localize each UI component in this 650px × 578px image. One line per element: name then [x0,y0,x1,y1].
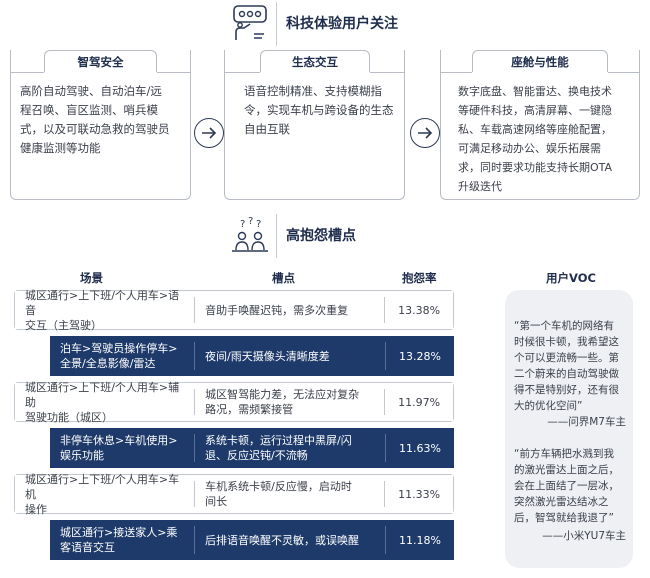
cell-pain: 后排语音唤醒不灵敏，或误唤醒 [195,520,385,560]
table-row: 城区通行>接送家人>乘客语音交互 后排语音唤醒不灵敏，或误唤醒 11.18% [50,520,454,560]
card-line-text: 式，以及可联动急救的驾驶员 [20,122,170,136]
column-header-voc: 用户VOC [546,271,596,285]
cell-rate: 11.63% [386,428,454,468]
table-row: 泊车>驾驶员操作停车>全景/全息影像/雷达 夜间/雨天摄像头清晰度差 13.28… [50,336,454,376]
card-title-ecosystem: 生态交互 [260,50,370,72]
section-header-focus: 科技体验用户关注 [228,4,398,42]
svg-text:?: ? [248,216,253,227]
card-line-text: 求，同时要求功能支持长期OTA [458,161,613,174]
cell-rate: 11.33% [385,475,454,513]
card-title-safety: 智驾安全 [44,50,157,72]
card-line-text: 数字底盘、智能雷达、换电技术 [458,85,612,98]
cell-scene: 城区通行>上下班/个人用车>辅助驾驶功能（城区） [15,381,195,424]
cell-scene: 城区通行>上下班/个人用车>车机操作 [15,473,195,516]
cell-rate: 11.97% [385,383,454,421]
section-title-complaints: 高抱怨槽点 [286,228,356,244]
card-line-text: 等硬件科技，高清屏幕、一键隐 [458,104,612,117]
cell-scene: 泊车>驾驶员操作停车>全景/全息影像/雷达 [50,336,194,376]
card-line-text: 可满足移动办公、娱乐拓展需 [458,142,601,155]
card-body-cockpit: 数字底盘、智能雷达、换电技术 等硬件科技，高清屏幕、一键隐 私、车载高速网络等座… [458,82,640,196]
card-title-cockpit: 座舱与性能 [472,50,608,72]
cell-rate: 13.28% [386,336,454,376]
column-header-scene: 场景 [80,271,103,285]
header-divider [276,2,277,46]
column-header-pain: 槽点 [272,271,295,285]
svg-text:?: ? [256,219,261,230]
voc-panel [505,290,633,568]
cell-scene: 非停车休息>车机使用>娱乐功能 [50,428,194,468]
card-line-text: 私、车载高速网络等座舱配置， [458,123,612,136]
card-line-text: 健康监测等功能 [20,141,101,155]
card-line [370,72,405,73]
section-title-focus: 科技体验用户关注 [286,16,398,32]
voc-quote-1: “第一个车机的网络有 时候很卡顿，我希望这 个可以更流畅一些。第 二个蔚来的自动… [514,320,619,412]
card-body-ecosystem: 语音控制精准、支持模糊指 令，实现车机与跨设备的生态 自由互联 [244,82,404,139]
card-cockpit [440,50,640,200]
cell-rate: 11.18% [386,520,454,560]
card-line [440,72,472,73]
card-line [224,72,260,73]
table-row: 非停车休息>车机使用>娱乐功能 系统卡顿，运行过程中黑屏/闪退、反应迟钝/不流畅… [50,428,454,468]
card-line-text: 自由互联 [244,122,290,136]
cell-pain: 音助手唤醒迟钝，需多次重复 [195,291,385,329]
table-row: 城区通行>上下班/个人用车>辅助驾驶功能（城区） 城区智驾能力差，无法应对复杂路… [14,381,454,424]
table-row: 城区通行>上下班/个人用车>语音交互（主驾驶） 音助手唤醒迟钝，需多次重复 13… [14,289,454,332]
card-line-text: 升级迭代 [458,180,502,193]
arrow-right-icon [410,118,440,148]
card-line [608,72,640,73]
cell-pain: 夜间/雨天摄像头清晰度差 [195,336,385,376]
cell-rate: 13.38% [385,291,454,329]
cell-pain: 城区智驾能力差，无法应对复杂路况，需频繁接管 [195,383,385,421]
card-line-text: 语音控制精准、支持模糊指 [244,84,382,98]
section-header-complaints: ? ? ? 高抱怨槽点 [228,216,356,254]
cell-pain: 车机系统卡顿/反应慢，启动时间长 [195,475,385,513]
card-line-text: 程召唤、盲区监测、哨兵模 [20,103,158,117]
card-body-safety: 高阶自动驾驶、自动泊车/远 程召唤、盲区监测、哨兵模 式，以及可联动急救的驾驶员… [20,82,190,158]
table-row: 城区通行>上下班/个人用车>车机操作 车机系统卡顿/反应慢，启动时间长 11.3… [14,473,454,516]
people-question-icon: ? ? ? [232,216,268,252]
card-line-text: 高阶自动驾驶、自动泊车/远 [20,84,162,98]
cell-pain: 系统卡顿，运行过程中黑屏/闪退、反应迟钝/不流畅 [195,428,385,468]
voc-signature-2: ——小米YU7车主 [542,530,626,542]
voc-signature-1: ——问界M7车主 [547,416,626,428]
cell-scene: 城区通行>上下班/个人用车>语音交互（主驾驶） [15,289,195,332]
column-header-rate: 抱怨率 [402,271,437,285]
card-line [10,72,44,73]
arrow-right-icon [194,118,224,148]
card-line-text: 令，实现车机与跨设备的生态 [244,103,394,117]
voc-quote-2: “前方车辆把水溅到我 的激光雷达上面之后， 会在上面结了一层冰， 突然激光雷达结… [514,448,619,524]
card-ecosystem [224,50,405,200]
card-line [157,72,191,73]
svg-text:?: ? [240,219,245,230]
header-divider [276,214,277,258]
cell-scene: 城区通行>接送家人>乘客语音交互 [50,520,194,560]
tech-device-icon [233,5,267,40]
card-safety [10,50,191,200]
